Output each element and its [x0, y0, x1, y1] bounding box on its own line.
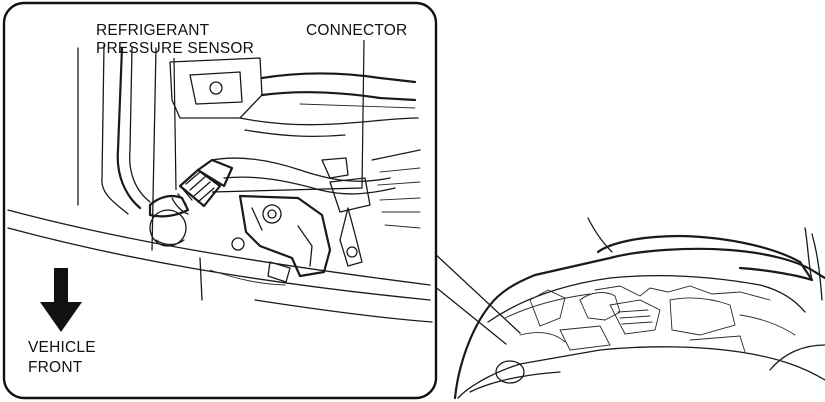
engine-fins	[617, 309, 653, 325]
sensor-label-line2: PRESSURE SENSOR	[96, 40, 254, 57]
sensor-leader-line	[173, 57, 177, 191]
down-arrow-icon	[40, 268, 82, 332]
pipe-clamp	[148, 194, 190, 218]
lower-bracket	[267, 261, 291, 283]
panel-edge-inner	[101, 44, 129, 215]
detail-illustration	[7, 44, 433, 323]
pipe-fitting-lower	[155, 239, 185, 246]
vehicle-front-label-line1: VEHICLE	[28, 339, 96, 356]
engine-reservoir	[529, 289, 566, 327]
relay-block	[321, 157, 349, 179]
car-headlight	[495, 360, 525, 384]
car-body-outline	[453, 247, 825, 400]
upper-bracket-inner	[189, 71, 243, 105]
engine-components-top	[504, 285, 771, 319]
center-bracket	[238, 194, 332, 278]
frame-member-upper	[7, 209, 431, 286]
connector-leader-line	[211, 39, 365, 193]
car-a-pillar	[811, 233, 823, 301]
lower-bolt-2	[346, 246, 358, 258]
ac-pipe-vertical-edge	[129, 47, 151, 203]
car-wheel-arch	[769, 344, 825, 371]
engine-block	[609, 299, 661, 335]
ac-pipe-upper-3	[239, 117, 419, 126]
engine-cover	[669, 297, 736, 336]
car-lower-lip	[469, 371, 561, 393]
open-hood	[596, 234, 814, 282]
strut-lower	[199, 257, 203, 301]
refrigerant-pressure-sensor	[171, 168, 222, 215]
engine-strut	[739, 314, 796, 336]
sensor-label-line1: REFRIGERANT	[96, 22, 210, 39]
frame-member-lower	[7, 227, 431, 301]
pipe-fitting	[149, 209, 187, 247]
vehicle-overview	[432, 217, 825, 400]
ac-pipe-vertical	[116, 46, 142, 210]
engine-hose-front	[519, 332, 566, 343]
callout-line-upper	[432, 251, 521, 334]
hood-prop-right	[804, 227, 813, 281]
engine-intake	[579, 292, 621, 321]
car-bumper-line	[457, 346, 825, 399]
frame-member-base	[254, 299, 433, 323]
lower-bolt-1	[231, 237, 245, 251]
ac-pipe-upper-4	[244, 129, 346, 138]
relay-housing	[329, 177, 371, 213]
upper-bracket-bolt	[209, 81, 223, 95]
grille-lines	[377, 167, 421, 229]
lower-harness	[209, 269, 286, 286]
connector	[196, 157, 396, 195]
engine-battery	[559, 325, 611, 351]
connector-label: CONNECTOR	[306, 22, 407, 39]
detail-frame	[2, 1, 438, 400]
vehicle-front-label-line2: FRONT	[28, 359, 83, 376]
engine-radiator-edge	[689, 335, 746, 353]
ac-pipe-upper-1	[260, 72, 417, 84]
ac-pipe-edge	[299, 103, 416, 109]
ac-pipe-upper-2	[260, 91, 417, 102]
upper-panel-edge	[371, 149, 421, 161]
hood-prop-left	[587, 217, 613, 253]
callout-line-lower	[432, 284, 507, 345]
relay-tab	[339, 207, 363, 267]
